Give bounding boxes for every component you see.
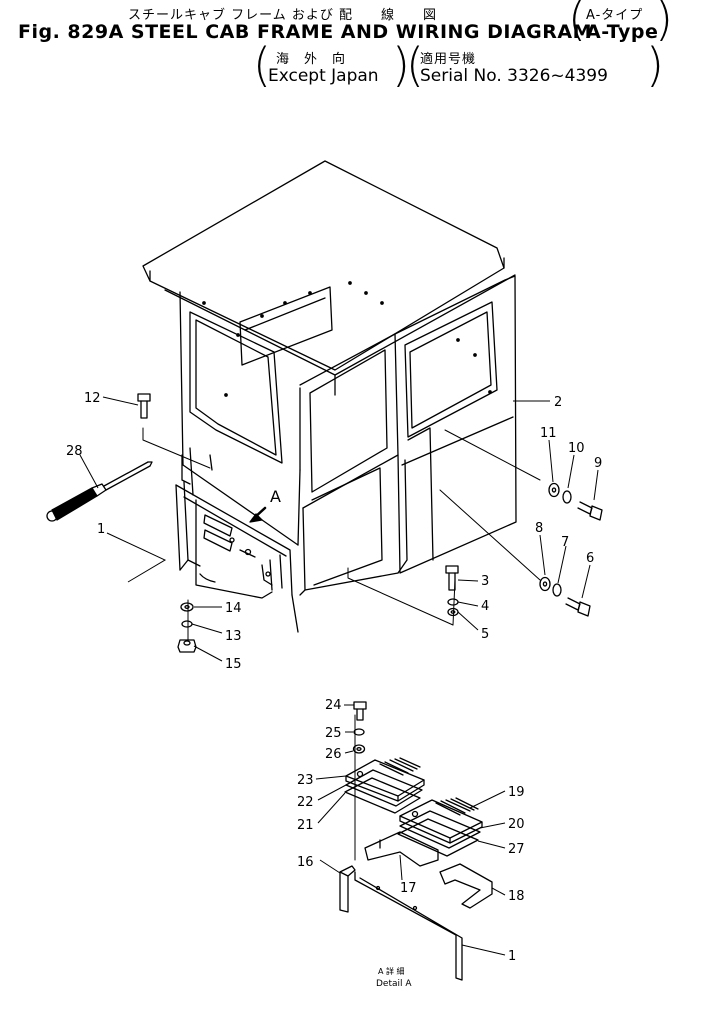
callout-27: 27 — [508, 842, 525, 857]
paren-right-type: ) — [655, 0, 673, 46]
paren-left-serial: ( — [406, 38, 424, 92]
spring-washer-4 — [447, 598, 459, 606]
side-bracket-assembly — [175, 447, 299, 633]
market-label: Except Japan — [268, 66, 379, 86]
callout-16: 16 — [297, 855, 314, 870]
bolt-9 — [577, 501, 603, 521]
washer-8 — [539, 576, 551, 592]
callout-6: 6 — [586, 551, 594, 566]
callout-19: 19 — [508, 785, 525, 800]
bolt-6 — [565, 597, 591, 617]
callout-25: 25 — [325, 726, 342, 741]
figure-title: Fig. 829A STEEL CAB FRAME AND WIRING DIA… — [18, 21, 593, 43]
callout-4: 4 — [481, 599, 489, 614]
spring-washer-25 — [353, 728, 365, 736]
serial-japanese: 適用号機 — [420, 52, 477, 67]
callout-7: 7 — [561, 535, 569, 550]
callout-15: 15 — [225, 657, 242, 672]
paren-right-serial: ) — [646, 38, 664, 92]
plate-23 — [345, 757, 425, 802]
pad-22 — [345, 769, 423, 807]
callout-18: 18 — [508, 889, 525, 904]
pad-21 — [344, 777, 421, 814]
bracket-17 — [364, 831, 439, 867]
spring-washer-13 — [181, 620, 193, 628]
plate-19 — [399, 797, 483, 844]
callout-9: 9 — [594, 456, 602, 471]
callout-17: 17 — [400, 881, 417, 896]
detail-caption: Detail A — [376, 979, 412, 989]
callout-5: 5 — [481, 627, 489, 642]
detail-caption-japanese: A 詳 細 — [378, 966, 405, 976]
spring-washer-10 — [562, 490, 572, 504]
view-mark-label: A — [270, 487, 281, 506]
callout-23: 23 — [297, 773, 314, 788]
type-label: A-Type — [586, 21, 659, 43]
paren-left-market: ( — [253, 38, 271, 92]
nut-15 — [177, 639, 197, 653]
washer-14 — [180, 602, 194, 612]
callout-8: 8 — [535, 521, 543, 536]
callout-11: 11 — [540, 426, 557, 441]
washer-26 — [352, 744, 366, 754]
callout-1: 1 — [97, 522, 105, 537]
frame-1-detail — [354, 871, 463, 981]
paren-left-type: ( — [568, 0, 586, 46]
bolt-24 — [353, 701, 367, 721]
callout-14: 14 — [225, 601, 242, 616]
cab-body-frame — [179, 275, 517, 596]
market-japanese: 海 外 向 — [276, 52, 347, 67]
clip-16 — [339, 865, 356, 913]
view-arrow-a — [249, 506, 267, 523]
title-japanese: スチールキャブ フレーム および 配 線 図 — [128, 8, 438, 23]
serial-label: Serial No. 3326~4399 — [420, 66, 608, 86]
bolt-12 — [137, 393, 151, 419]
pad-20 — [399, 810, 481, 849]
washer-11 — [548, 482, 560, 498]
bracket-18 — [439, 863, 493, 909]
callout-21: 21 — [297, 818, 314, 833]
callout-12: 12 — [84, 391, 101, 406]
paren-right-market: ) — [392, 38, 410, 92]
type-japanese: A-タイプ — [586, 8, 644, 23]
callout-2: 2 — [554, 395, 562, 410]
callout-20: 20 — [508, 817, 525, 832]
callout-10: 10 — [568, 441, 585, 456]
callout-1-detail: 1 — [508, 949, 516, 964]
bolt-3 — [445, 565, 459, 591]
cab-roof — [142, 160, 516, 376]
callout-26: 26 — [325, 747, 342, 762]
callout-22: 22 — [297, 795, 314, 810]
callout-28: 28 — [66, 444, 83, 459]
spring-washer-7 — [552, 583, 562, 597]
callout-13: 13 — [225, 629, 242, 644]
callout-3: 3 — [481, 574, 489, 589]
screwdriver-28 — [46, 461, 153, 522]
pad-27 — [397, 818, 479, 857]
callout-24: 24 — [325, 698, 342, 713]
